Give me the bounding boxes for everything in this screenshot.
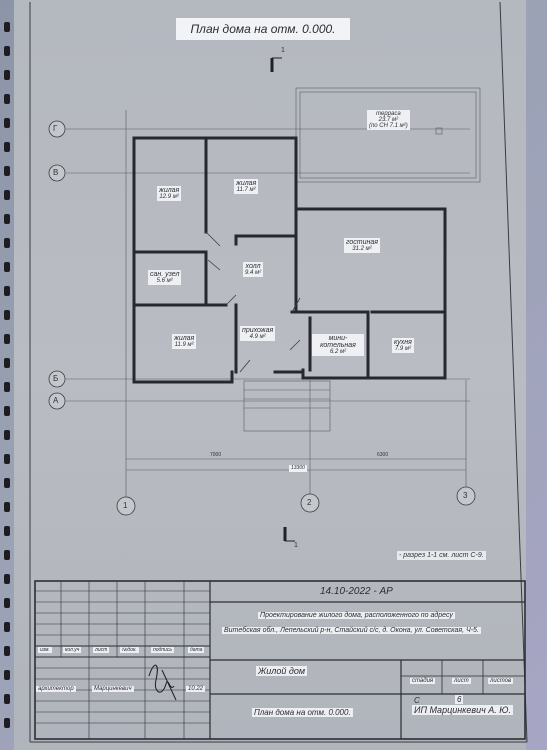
room-bathroom: сан. узел 5.6 м² bbox=[148, 270, 182, 285]
person-name: Марцинкевич bbox=[92, 686, 134, 692]
col-header-count: кол.уч bbox=[63, 647, 82, 653]
sheet-value: 6 bbox=[455, 695, 464, 704]
role-label: архитектор bbox=[36, 686, 76, 692]
axis-label-row-b: Б bbox=[53, 374, 59, 383]
company-name: ИП Марцинкевич А. Ю. bbox=[412, 705, 513, 715]
room-hall: холл 9.4 м² bbox=[243, 262, 264, 277]
room-name: жилая bbox=[236, 180, 257, 187]
room-area: 9.4 м² bbox=[245, 270, 262, 276]
room-name: холл bbox=[245, 263, 261, 270]
drawing-sheet bbox=[14, 0, 526, 750]
signature-mark bbox=[148, 664, 177, 701]
section-note: - разрез 1-1 см. лист С-9. bbox=[397, 551, 486, 560]
room-name: сан. узел bbox=[150, 271, 180, 278]
room-area: 4.9 м² bbox=[249, 334, 266, 340]
stage-header: стадия bbox=[410, 678, 436, 684]
title-block bbox=[34, 580, 526, 740]
signature-date: 10.22 bbox=[186, 686, 206, 692]
room-name: мини-котельная bbox=[320, 335, 356, 349]
col-header-date: дата bbox=[188, 647, 205, 653]
section-mark-top: 1 bbox=[281, 47, 285, 54]
room-area: 12.9 м² bbox=[159, 194, 179, 200]
room-name: прихожая bbox=[242, 327, 274, 334]
axis-label-col-3: 3 bbox=[463, 491, 468, 500]
dimension-right: 6300 bbox=[377, 452, 389, 458]
room-name: кухня bbox=[394, 339, 412, 346]
dimension-left: 7000 bbox=[210, 452, 222, 458]
axis-label-row-v: В bbox=[53, 168, 59, 177]
room-kitchen: кухня 7.9 м² bbox=[392, 338, 414, 353]
room-entrance: прихожая 4.9 м² bbox=[240, 326, 276, 341]
room-area: 31.2 м² bbox=[352, 246, 372, 252]
axis-label-col-2: 2 bbox=[307, 498, 312, 507]
room-area: 11.9 м² bbox=[174, 342, 194, 348]
room-area: 6.2 м² bbox=[329, 349, 347, 355]
room-name: жилая bbox=[159, 187, 180, 194]
room-boiler: мини-котельная 6.2 м² bbox=[312, 334, 364, 356]
dimension-total: 13300 bbox=[289, 465, 307, 472]
room-area: 23.7 м² bbox=[378, 117, 399, 123]
room-area: 7.9 м² bbox=[394, 346, 412, 352]
project-description-line-2: Витебская обл., Лепельский р-н, Стайский… bbox=[222, 627, 481, 634]
room-living-1: жилая 12.9 м² bbox=[157, 186, 182, 201]
drawing-name: План дома на отм. 0.000. bbox=[252, 708, 353, 717]
title-block-code: 14.10-2022 - АР bbox=[320, 586, 393, 597]
room-living-2: жилая 11.7 м² bbox=[234, 179, 259, 194]
room-note: (по СН 7.1 м²) bbox=[369, 123, 408, 129]
room-name: терраса bbox=[376, 111, 401, 117]
project-description-line-1: Проектирование жилого дома, расположенно… bbox=[258, 612, 455, 619]
stage-value: С bbox=[414, 696, 420, 705]
sheet-header: лист bbox=[452, 678, 471, 684]
axis-label-col-1: 1 bbox=[123, 501, 128, 510]
room-area: 5.6 м² bbox=[156, 278, 173, 284]
col-header-change: изм. bbox=[38, 647, 52, 653]
room-name: жилая bbox=[174, 335, 195, 342]
sheets-header: листов bbox=[488, 678, 514, 684]
col-header-sheet: лист bbox=[93, 647, 110, 653]
axis-label-row-a: А bbox=[53, 396, 59, 405]
room-name: гостиная bbox=[346, 239, 378, 246]
col-header-doc: №док. bbox=[120, 647, 139, 653]
room-area: 11.7 м² bbox=[236, 187, 256, 193]
section-mark-bottom: 1 bbox=[294, 542, 298, 549]
col-header-signature: подпись bbox=[151, 647, 174, 653]
object-name: Жилой дом bbox=[256, 666, 307, 676]
room-living-room: гостиная 31.2 м² bbox=[344, 238, 380, 253]
axis-label-row-g: Г bbox=[53, 124, 58, 133]
room-terrace: терраса 23.7 м² (по СН 7.1 м²) bbox=[367, 110, 410, 130]
spiral-binding bbox=[4, 0, 14, 750]
plan-title: План дома на отм. 0.000. bbox=[176, 18, 350, 40]
room-living-3: жилая 11.9 м² bbox=[172, 334, 197, 349]
